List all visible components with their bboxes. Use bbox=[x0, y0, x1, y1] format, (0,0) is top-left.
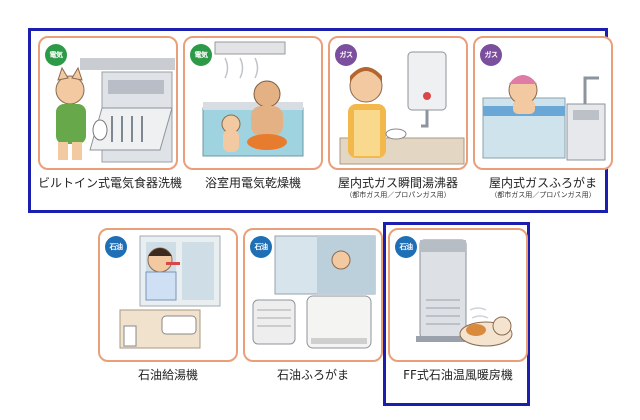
oil-bath-heater-illustration-icon bbox=[252, 235, 376, 349]
appliance-illustration: 電気 bbox=[38, 36, 178, 170]
energy-badge: ガス bbox=[335, 44, 357, 66]
gas-bath-heater-illustration-icon bbox=[482, 75, 606, 161]
appliance-card-gas-bath-heater: ガス 屋内式ガスふろがま （都市ガス用／プロパンガス用） bbox=[473, 36, 613, 200]
appliance-label: 屋内式ガス瞬間湯沸器 bbox=[337, 176, 458, 190]
appliance-label: 石油ふろがま bbox=[276, 368, 349, 382]
appliance-card-bathroom-dryer: 電気 浴室用電気乾燥機 bbox=[183, 36, 323, 190]
appliance-illustration: 石油 bbox=[388, 228, 528, 362]
gas-water-heater-illustration-icon bbox=[339, 51, 465, 165]
appliance-illustration: 電気 bbox=[183, 36, 323, 170]
appliance-illustration: ガス bbox=[328, 36, 468, 170]
ff-oil-heater-illustration-icon bbox=[416, 239, 513, 347]
energy-badge: ガス bbox=[480, 44, 502, 66]
appliance-card-gas-water-heater: ガス 屋内式ガス瞬間湯沸器 （都市ガス用／プロパンガス用） bbox=[328, 36, 468, 200]
appliance-card-oil-water-heater: 石油 石油給湯機 bbox=[98, 228, 238, 382]
appliance-illustration: 石油 bbox=[98, 228, 238, 362]
appliance-illustration: ガス bbox=[473, 36, 613, 170]
highlight-frame-ff-heater bbox=[383, 222, 530, 406]
appliance-card-ff-oil-heater: 石油 FF式石油温風暖房機 bbox=[388, 228, 528, 382]
energy-badge: 電気 bbox=[45, 44, 67, 66]
appliance-label: 屋内式ガスふろがま bbox=[488, 176, 597, 190]
appliance-card-oil-bath-heater: 石油 石油ふろがま bbox=[243, 228, 383, 382]
appliance-label: 浴室用電気乾燥機 bbox=[204, 176, 301, 190]
appliance-label: 石油給湯機 bbox=[137, 368, 198, 382]
energy-badge: 石油 bbox=[105, 236, 127, 258]
dishwasher-illustration-icon bbox=[55, 58, 175, 163]
oil-water-heater-illustration-icon bbox=[119, 235, 221, 349]
appliance-label: ビルトイン式電気食器洗機 bbox=[38, 176, 183, 190]
energy-badge: 石油 bbox=[250, 236, 272, 258]
appliance-sublabel: （都市ガス用／プロパンガス用） bbox=[345, 191, 451, 199]
energy-badge: 石油 bbox=[395, 236, 417, 258]
bath-dryer-illustration-icon bbox=[202, 41, 304, 157]
appliance-label: FF式石油温風暖房機 bbox=[403, 368, 513, 382]
appliance-illustration: 石油 bbox=[243, 228, 383, 362]
appliance-sublabel: （都市ガス用／プロパンガス用） bbox=[490, 191, 596, 199]
energy-badge: 電気 bbox=[190, 44, 212, 66]
appliance-card-dishwasher: 電気 ビルトイン式電気食器洗機 bbox=[38, 36, 183, 190]
